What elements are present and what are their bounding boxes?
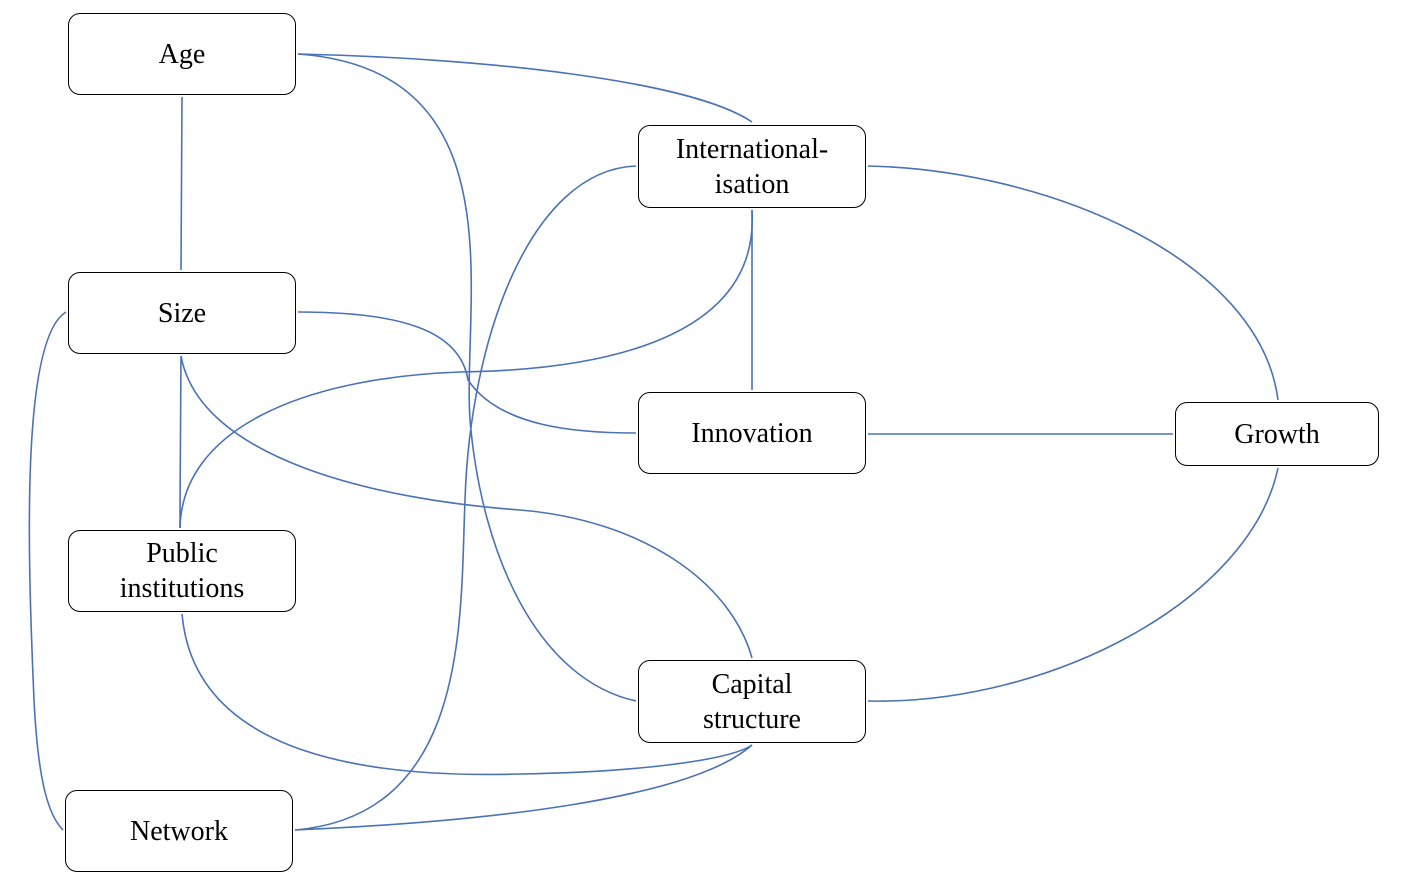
edge-size-to-innovation [297,311,637,434]
node-network: Network [65,790,293,872]
node-innovation: Innovation [638,392,866,474]
node-network-label: Network [130,815,228,847]
edge-age-to-intl [297,53,753,123]
edge-capital-to-growth [867,467,1279,702]
edge-age-to-size [180,96,183,271]
node-capital-structure: Capital structure [638,660,866,743]
node-growth: Growth [1175,402,1379,466]
node-public-institutions-label: Public institutions [119,538,245,604]
edge-intl-to-growth [867,165,1279,401]
node-size-label: Size [157,297,207,329]
edge-network-to-capital [294,744,753,831]
node-internationalisation-label: International- isation [675,133,829,200]
edge-size-to-network [28,311,67,831]
edge-public-to-capital [181,613,753,776]
edge-network-to-intl [294,165,637,831]
node-size: Size [68,272,296,354]
edge-size-to-public [179,355,182,529]
node-innovation-label: Innovation [691,417,813,449]
node-growth-label: Growth [1234,418,1320,450]
node-capital-structure-label: Capital structure [703,668,801,735]
node-age: Age [68,13,296,95]
node-age-label: Age [158,38,206,70]
edge-age-to-capital [297,53,637,702]
node-public-institutions: Public institutions [68,530,296,612]
node-internationalisation: International- isation [638,125,866,208]
edge-intl-to-public [179,209,753,529]
